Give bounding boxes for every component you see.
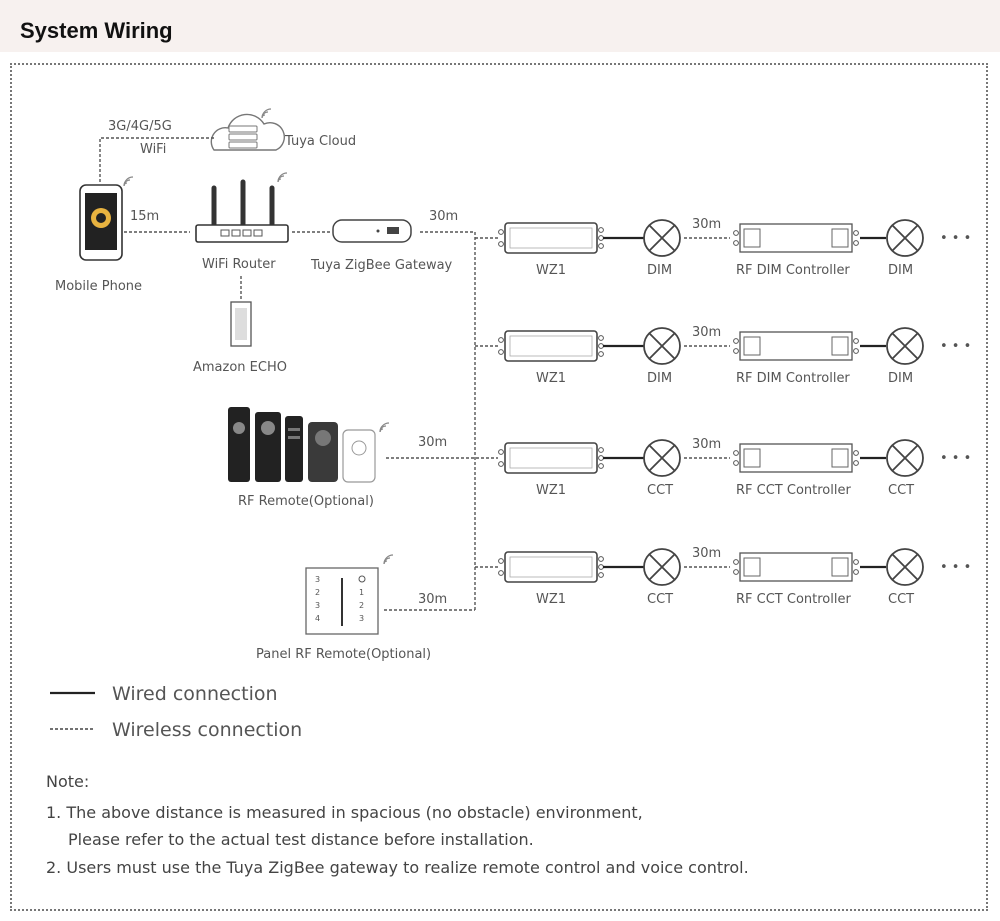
page-title: System Wiring xyxy=(20,18,173,43)
cloud-label: Tuya Cloud xyxy=(284,134,356,149)
phone-router-distance: 15m xyxy=(130,209,159,224)
rf-remote-label: RF Remote(Optional) xyxy=(238,494,374,509)
more-indicator: • • • xyxy=(940,231,971,246)
note-item-1-line-2: Please refer to the actual test distance… xyxy=(68,830,534,849)
light-bulb-icon xyxy=(886,327,924,365)
wz1-controller-icon xyxy=(497,551,605,583)
wz1-controller-icon xyxy=(497,442,605,474)
phone-cloud-wireless-link xyxy=(99,137,214,182)
distance-label: 30m xyxy=(692,325,721,340)
header-bar: System Wiring xyxy=(0,0,1000,52)
note-item-1-line-1: 1. The above distance is measured in spa… xyxy=(46,803,643,822)
router-label: WiFi Router xyxy=(202,257,276,272)
phone-label: Mobile Phone xyxy=(55,279,142,294)
rf-controller-icon xyxy=(732,331,860,361)
more-indicator: • • • xyxy=(940,339,971,354)
more-indicator: • • • xyxy=(940,451,971,466)
wifi-router-icon xyxy=(195,172,289,243)
panel-key-labels: 3 2 3 4 1 2 3 xyxy=(315,575,366,623)
wireless-legend-label: Wireless connection xyxy=(112,719,302,741)
panel-key-left: 2 xyxy=(315,588,320,597)
panel-remote-distance: 30m xyxy=(418,592,447,607)
panel-power-icon xyxy=(358,575,366,583)
zigbee-gateway-icon xyxy=(332,219,412,243)
light-label: DIM xyxy=(888,371,913,386)
device-row: WZ1 CCT 30m RF CCT Controller CCT • • • xyxy=(497,437,971,498)
device-label: WZ1 xyxy=(536,263,566,278)
device-label: WZ1 xyxy=(536,592,566,607)
echo-label: Amazon ECHO xyxy=(193,360,287,375)
gateway-label: Tuya ZigBee Gateway xyxy=(310,258,453,273)
rf-controller-icon xyxy=(732,443,860,473)
light-label: DIM xyxy=(888,263,913,278)
wz1-controller-icon xyxy=(497,222,605,254)
gateway-distance: 30m xyxy=(429,209,458,224)
light-label: CCT xyxy=(647,592,673,607)
panel-key-left: 4 xyxy=(315,614,320,623)
light-bulb-icon xyxy=(886,439,924,477)
distance-label: 30m xyxy=(692,546,721,561)
mobile-network-label: 3G/4G/5G xyxy=(108,119,172,134)
panel-key-left: 3 xyxy=(315,601,320,610)
light-label: DIM xyxy=(647,263,672,278)
distance-label: 30m xyxy=(692,437,721,452)
device-row: WZ1 DIM 30m RF DIM Controller DIM • • • xyxy=(497,217,971,278)
rf-controller-icon xyxy=(732,223,860,253)
diagram-frame xyxy=(10,63,988,911)
tuya-cloud-icon xyxy=(210,108,285,151)
panel-key-right: 2 xyxy=(359,601,364,610)
light-bulb-icon xyxy=(643,327,681,365)
panel-key-right: 3 xyxy=(359,614,364,623)
controller-label: RF DIM Controller xyxy=(736,263,850,278)
device-label: WZ1 xyxy=(536,371,566,386)
device-row: WZ1 DIM 30m RF DIM Controller DIM • • • xyxy=(497,325,971,386)
wireless-bus-vertical xyxy=(420,231,476,610)
panel-key-left: 3 xyxy=(315,575,320,584)
light-bulb-icon xyxy=(643,439,681,477)
light-label: DIM xyxy=(647,371,672,386)
controller-label: RF DIM Controller xyxy=(736,371,850,386)
rf-remote-distance: 30m xyxy=(418,435,447,450)
light-bulb-icon xyxy=(643,548,681,586)
panel-rf-remote-icon xyxy=(305,554,394,635)
wired-legend-label: Wired connection xyxy=(112,683,278,705)
wifi-label: WiFi xyxy=(140,142,166,157)
wz1-controller-icon xyxy=(497,330,605,362)
controller-label: RF CCT Controller xyxy=(736,483,851,498)
device-label: WZ1 xyxy=(536,483,566,498)
light-label: CCT xyxy=(888,592,914,607)
note-title: Note: xyxy=(46,772,90,791)
device-row: WZ1 CCT 30m RF CCT Controller CCT • • • xyxy=(497,546,971,607)
rf-controller-icon xyxy=(732,552,860,582)
light-bulb-icon xyxy=(886,219,924,257)
mobile-phone-icon xyxy=(79,176,134,261)
light-bulb-icon xyxy=(643,219,681,257)
amazon-echo-icon xyxy=(230,301,252,347)
controller-label: RF CCT Controller xyxy=(736,592,851,607)
light-bulb-icon xyxy=(886,548,924,586)
more-indicator: • • • xyxy=(940,560,971,575)
distance-label: 30m xyxy=(692,217,721,232)
light-label: CCT xyxy=(647,483,673,498)
note-item-2: 2. Users must use the Tuya ZigBee gatewa… xyxy=(46,858,749,877)
panel-key-right: 1 xyxy=(359,588,364,597)
panel-remote-label: Panel RF Remote(Optional) xyxy=(256,647,431,662)
rf-remotes-icon xyxy=(228,407,390,483)
light-label: CCT xyxy=(888,483,914,498)
